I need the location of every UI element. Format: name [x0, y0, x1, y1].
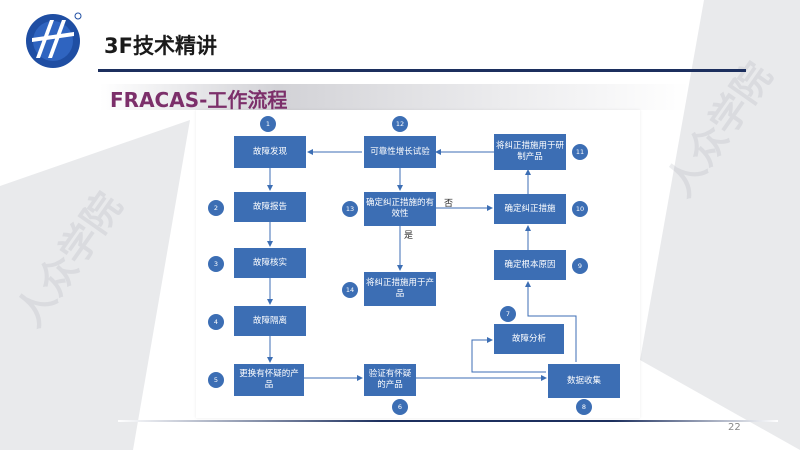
arrow-7-9	[525, 281, 577, 362]
flow-node-8: 数据收集	[548, 364, 620, 398]
flow-node-5: 更换有怀疑的产品	[234, 364, 304, 396]
step-number-6: 6	[392, 399, 408, 415]
flow-node-9: 确定根本原因	[494, 250, 566, 280]
step-number-13: 13	[342, 201, 358, 217]
flow-node-3: 故障核实	[234, 248, 306, 278]
flowchart-connectors	[267, 149, 577, 381]
section-title-band	[100, 84, 690, 110]
flowchart: 故障发现 故障报告 故障核实 故障隔离 更换有怀疑的产品 验证有怀疑的产品 故障…	[196, 110, 640, 418]
step-number-14: 14	[342, 282, 358, 298]
footer-divider	[118, 420, 778, 422]
step-number-10: 10	[572, 201, 588, 217]
arrow-8-7	[471, 337, 546, 373]
step-number-1: 1	[260, 116, 276, 132]
step-number-11: 11	[572, 144, 588, 160]
flow-node-12: 可靠性增长试验	[364, 136, 436, 168]
background-shape-right	[640, 0, 800, 450]
flow-node-7: 故障分析	[494, 324, 564, 354]
step-number-3: 3	[208, 256, 224, 272]
flow-node-14: 将纠正措施用于产品	[364, 272, 436, 306]
step-number-5: 5	[208, 372, 224, 388]
flow-node-2: 故障报告	[234, 192, 306, 222]
header-divider	[98, 69, 746, 72]
flow-node-13: 确定纠正措施的有效性	[364, 192, 436, 226]
step-number-9: 9	[572, 258, 588, 274]
header-title: 3F技术精讲	[104, 34, 217, 58]
flow-node-1: 故障发现	[234, 136, 306, 168]
flow-node-4: 故障隔离	[234, 306, 306, 336]
flow-node-6: 验证有怀疑的产品	[364, 364, 416, 396]
step-number-4: 4	[208, 314, 224, 330]
flow-node-11: 将纠正措施用于研制产品	[494, 134, 566, 170]
step-number-2: 2	[208, 200, 224, 216]
edge-label-no: 否	[444, 199, 454, 209]
step-number-8: 8	[576, 399, 592, 415]
edge-label-yes: 是	[404, 231, 414, 241]
step-number-7: 7	[500, 306, 516, 322]
page-number: 22	[728, 422, 741, 433]
section-title: FRACAS-工作流程	[110, 88, 288, 112]
company-logo-icon	[26, 12, 82, 68]
step-number-12: 12	[392, 116, 408, 132]
background-shape-left	[0, 120, 190, 450]
flow-node-10: 确定纠正措施	[494, 194, 566, 224]
